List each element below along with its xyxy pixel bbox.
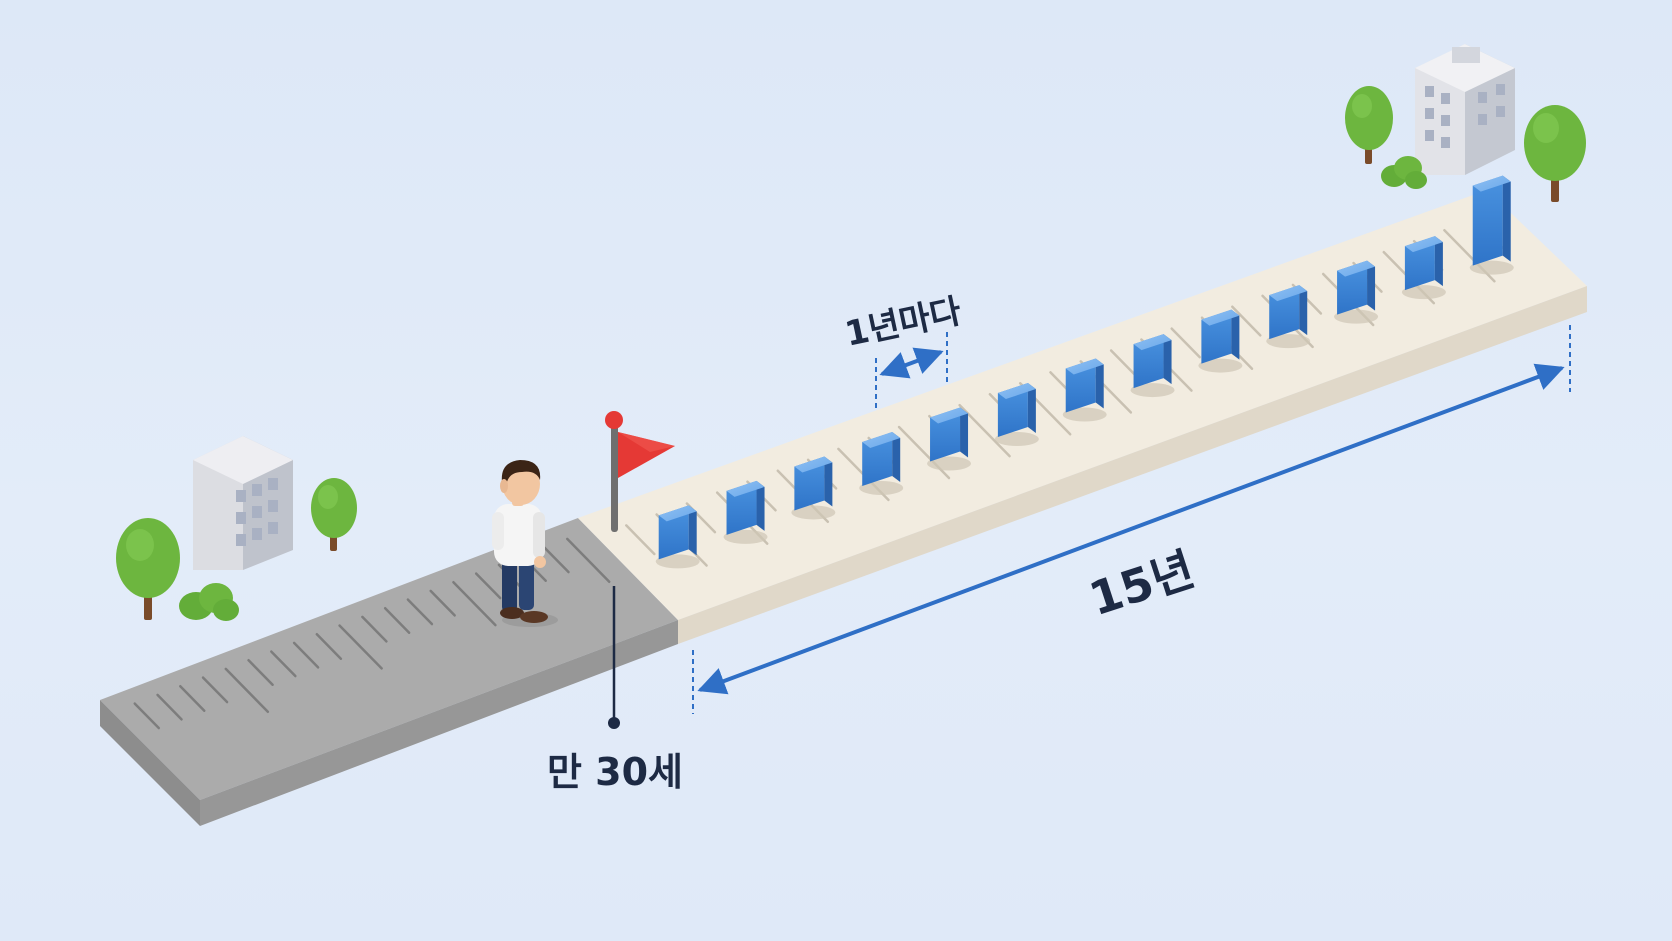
ruler-tick — [270, 650, 297, 678]
start-age-label: 만 30세 — [547, 750, 683, 794]
ruler-tick — [474, 572, 502, 600]
flag-icon — [605, 411, 675, 532]
future-ruler — [578, 175, 1587, 644]
bush-icon — [179, 583, 239, 621]
ruler-tick — [156, 693, 183, 721]
tree-icon — [116, 518, 180, 620]
ruler-tick — [383, 606, 411, 634]
year-block — [1062, 358, 1107, 422]
year-block — [1198, 309, 1243, 373]
year-block — [1469, 175, 1514, 275]
person-icon — [492, 460, 558, 627]
ruler-tick — [179, 684, 206, 712]
ruler-tick — [429, 589, 456, 617]
year-block — [994, 383, 1039, 447]
tree-icon — [1524, 105, 1586, 202]
ruler-tick — [406, 598, 434, 626]
ruler-tick — [361, 615, 388, 643]
ruler-tick — [224, 667, 270, 713]
ruler-tick — [1170, 327, 1201, 359]
ruler-tick — [452, 580, 497, 627]
ruler-tick — [543, 546, 570, 574]
tree-icon — [1345, 86, 1393, 164]
bush-icon — [1381, 156, 1427, 189]
ruler-tick — [315, 632, 343, 660]
building-icon — [1415, 44, 1515, 175]
ruler-tick — [247, 658, 274, 686]
ruler-tick — [625, 524, 656, 556]
ruler-tick — [133, 702, 161, 730]
year-block — [791, 456, 836, 520]
year-block — [859, 431, 904, 495]
ruler-tick — [1231, 305, 1262, 337]
year-block — [1130, 334, 1175, 398]
duration-label: 15년 — [1083, 542, 1201, 626]
ruler-tick — [292, 641, 320, 669]
year-block — [1401, 236, 1446, 300]
year-block — [723, 480, 768, 544]
year-block — [1334, 260, 1379, 324]
year-block — [1266, 285, 1311, 349]
start-age-marker: 만 30세 — [547, 586, 683, 794]
ruler-tick — [201, 676, 229, 704]
building-icon — [193, 436, 293, 570]
ruler-tick — [338, 624, 383, 670]
tree-icon — [311, 478, 357, 551]
ruler-tick — [565, 537, 611, 583]
year-block — [655, 505, 700, 569]
year-block — [927, 407, 972, 471]
